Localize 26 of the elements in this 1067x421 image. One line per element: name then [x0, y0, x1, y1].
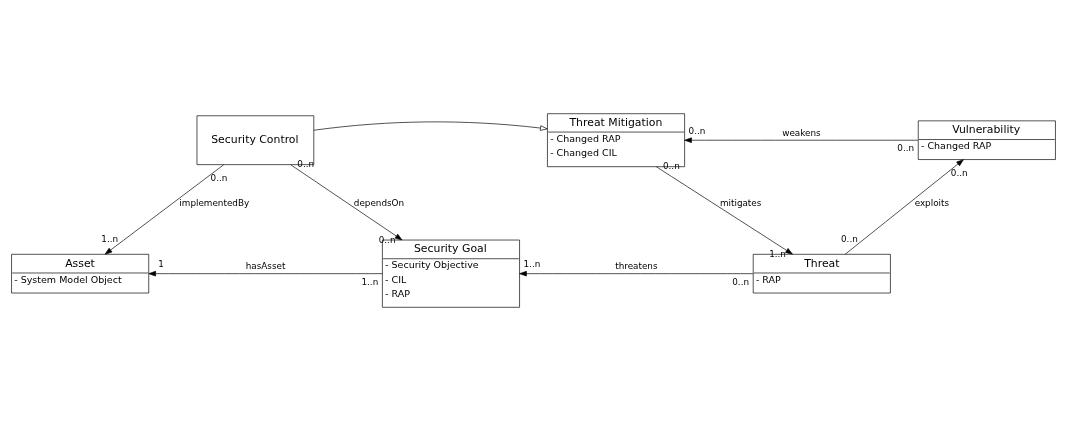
label: 1 [158, 259, 164, 270]
label: 0..n [210, 173, 228, 184]
edge-label: exploits [914, 197, 950, 208]
label: 0..n [688, 125, 706, 136]
arrow [684, 137, 919, 143]
arrow [313, 121, 548, 131]
edge-label: mitigates [719, 197, 762, 208]
arrow [656, 166, 793, 255]
label: 0..n [950, 168, 968, 179]
edge-label: weakens [782, 127, 821, 138]
edge-label: hasAsset [245, 261, 286, 272]
arrow [519, 270, 754, 277]
arrow [104, 164, 224, 255]
edge-label: threatens [615, 261, 658, 272]
edge-label: implementedBy [179, 197, 250, 208]
label: 0..n [732, 276, 750, 287]
arrow [148, 270, 383, 277]
label: 0..n [897, 143, 915, 154]
label: 1..n [361, 276, 379, 287]
arrow [290, 164, 403, 241]
label: 0..n [662, 160, 680, 171]
label: 1..n [523, 259, 541, 270]
label: 1..n [101, 234, 119, 245]
edge-label: dependsOn [353, 197, 405, 208]
label: 0..n [841, 234, 858, 245]
arrow [844, 159, 964, 255]
